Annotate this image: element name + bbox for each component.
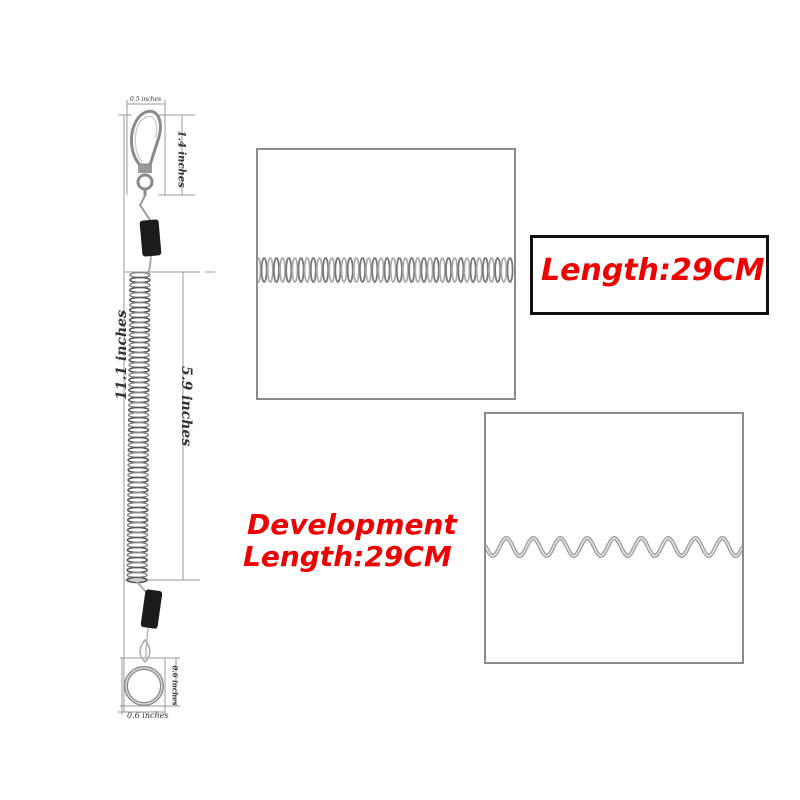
product-diagram: 0.5 inches 1.4 inches 11.1 inches 5.9 in… xyxy=(0,0,230,800)
length-callout-box: Length:29CM xyxy=(530,235,769,315)
total-length-label: 11.1 inches xyxy=(114,310,130,400)
uncoiled-wire-photo xyxy=(484,412,744,664)
ring-width-label: 0.6 inches xyxy=(127,711,169,720)
development-length-text: Length:29CM xyxy=(243,540,452,573)
development-title: Development xyxy=(247,508,457,541)
coil-spring xyxy=(126,271,151,584)
coil-length-label: 5.9 inches xyxy=(178,366,194,447)
carabiner-icon xyxy=(129,109,162,221)
coiled-length-text: Length:29CM xyxy=(541,253,765,288)
coiled-spring-image xyxy=(254,257,514,283)
coiled-spring-photo xyxy=(254,148,516,400)
bottom-sleeve xyxy=(136,581,163,664)
uncoiled-wire-image xyxy=(484,535,744,559)
split-ring-icon xyxy=(124,666,164,706)
top-sleeve xyxy=(139,219,162,276)
clip-height-label: 1.4 inches xyxy=(175,130,187,188)
ring-height-label: 0.6 inches xyxy=(170,665,180,706)
dimension-lines xyxy=(118,100,215,715)
top-width-label: 0.5 inches xyxy=(130,96,162,103)
